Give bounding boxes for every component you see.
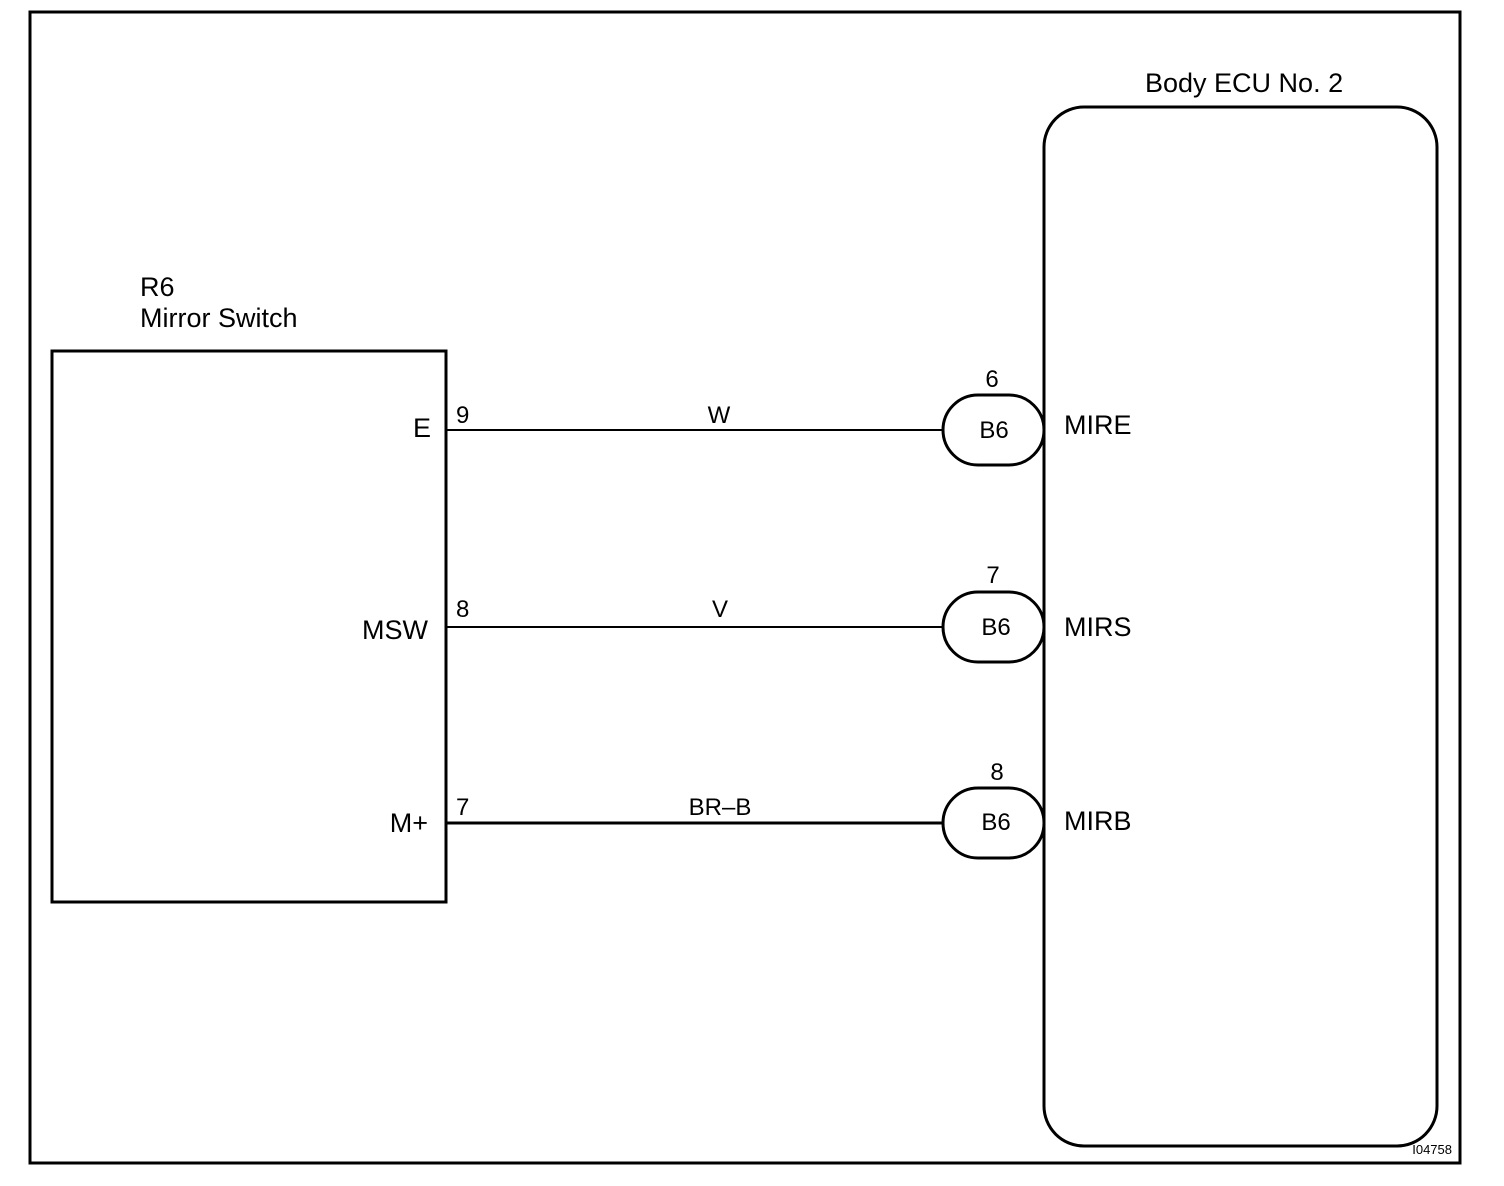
- switch-code: R6: [140, 272, 175, 302]
- switch-terminal-label: MSW: [362, 615, 429, 645]
- switch-terminal-label: E: [413, 413, 431, 443]
- ecu-terminal-label: MIRE: [1064, 410, 1132, 440]
- connector-pin-number: 6: [985, 366, 998, 393]
- connector-shape: [941, 786, 1046, 860]
- switch-pin-number: 7: [456, 794, 469, 821]
- figure-code: I04758: [1412, 1142, 1452, 1157]
- connector-pin-number: 8: [990, 759, 1003, 786]
- switch-terminal-label: M+: [390, 808, 428, 838]
- connector-pin-number: 7: [986, 562, 999, 589]
- circuit-mirb: M+ 7 BR–B 8 B6 MIRB: [390, 759, 1132, 860]
- circuit-mire: E 9 W 6 B6 MIRE: [413, 366, 1132, 467]
- connector-label: B6: [981, 809, 1010, 836]
- connector-shape: [941, 393, 1046, 467]
- wire-color-label: V: [712, 596, 728, 623]
- connector-label: B6: [981, 614, 1010, 641]
- ecu-title: Body ECU No. 2: [1145, 68, 1343, 98]
- wire-color-label: BR–B: [689, 794, 752, 821]
- ecu-terminal-label: MIRS: [1064, 612, 1132, 642]
- wire-color-label: W: [708, 402, 731, 429]
- circuit-mirs: MSW 8 V 7 B6 MIRS: [362, 562, 1132, 664]
- switch-pin-number: 8: [456, 596, 469, 623]
- switch-pin-number: 9: [456, 402, 469, 429]
- connector-shape: [941, 590, 1046, 664]
- diagram-frame: [28, 10, 1462, 1165]
- connector-label: B6: [979, 417, 1008, 444]
- ecu-terminal-label: MIRB: [1064, 806, 1132, 836]
- switch-name: Mirror Switch: [140, 303, 298, 333]
